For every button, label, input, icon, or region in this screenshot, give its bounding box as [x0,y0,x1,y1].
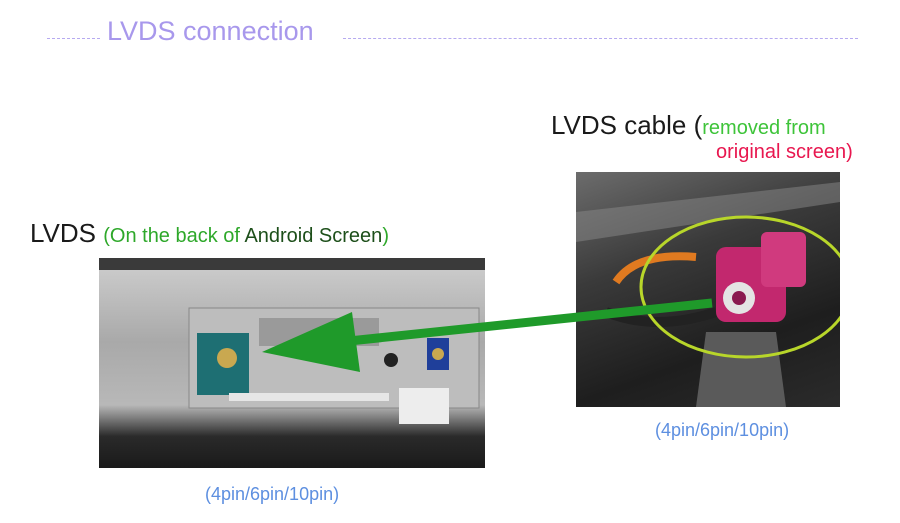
cable-pins-caption: (4pin/6pin/10pin) [655,420,790,440]
lvds-cable-photo [576,172,840,407]
screen-label-note-bold: Android Screen [244,225,383,247]
screen-label: LVDS (On the back of Android Screen) [30,218,389,249]
screen-pins-caption: (4pin/6pin/10pin) [205,484,340,504]
page-title: LVDS connection [107,16,314,46]
cable-label-note-2: original screen) [716,141,853,163]
screen-label-note-open: (On the back of [103,225,245,247]
cable-label-main: LVDS cable ( [551,110,703,140]
screen-label-main: LVDS [30,218,96,248]
screen-label-note-close: ) [382,225,389,247]
title-rule-right [343,38,858,39]
title-rule-left [47,38,100,39]
cable-label: LVDS cable (removed from [551,110,826,141]
cable-connector-illustration [576,182,840,407]
cable-label-note-1: removed from [702,117,826,139]
android-screen-back-photo [99,258,485,468]
highlight-ellipse [639,215,840,359]
